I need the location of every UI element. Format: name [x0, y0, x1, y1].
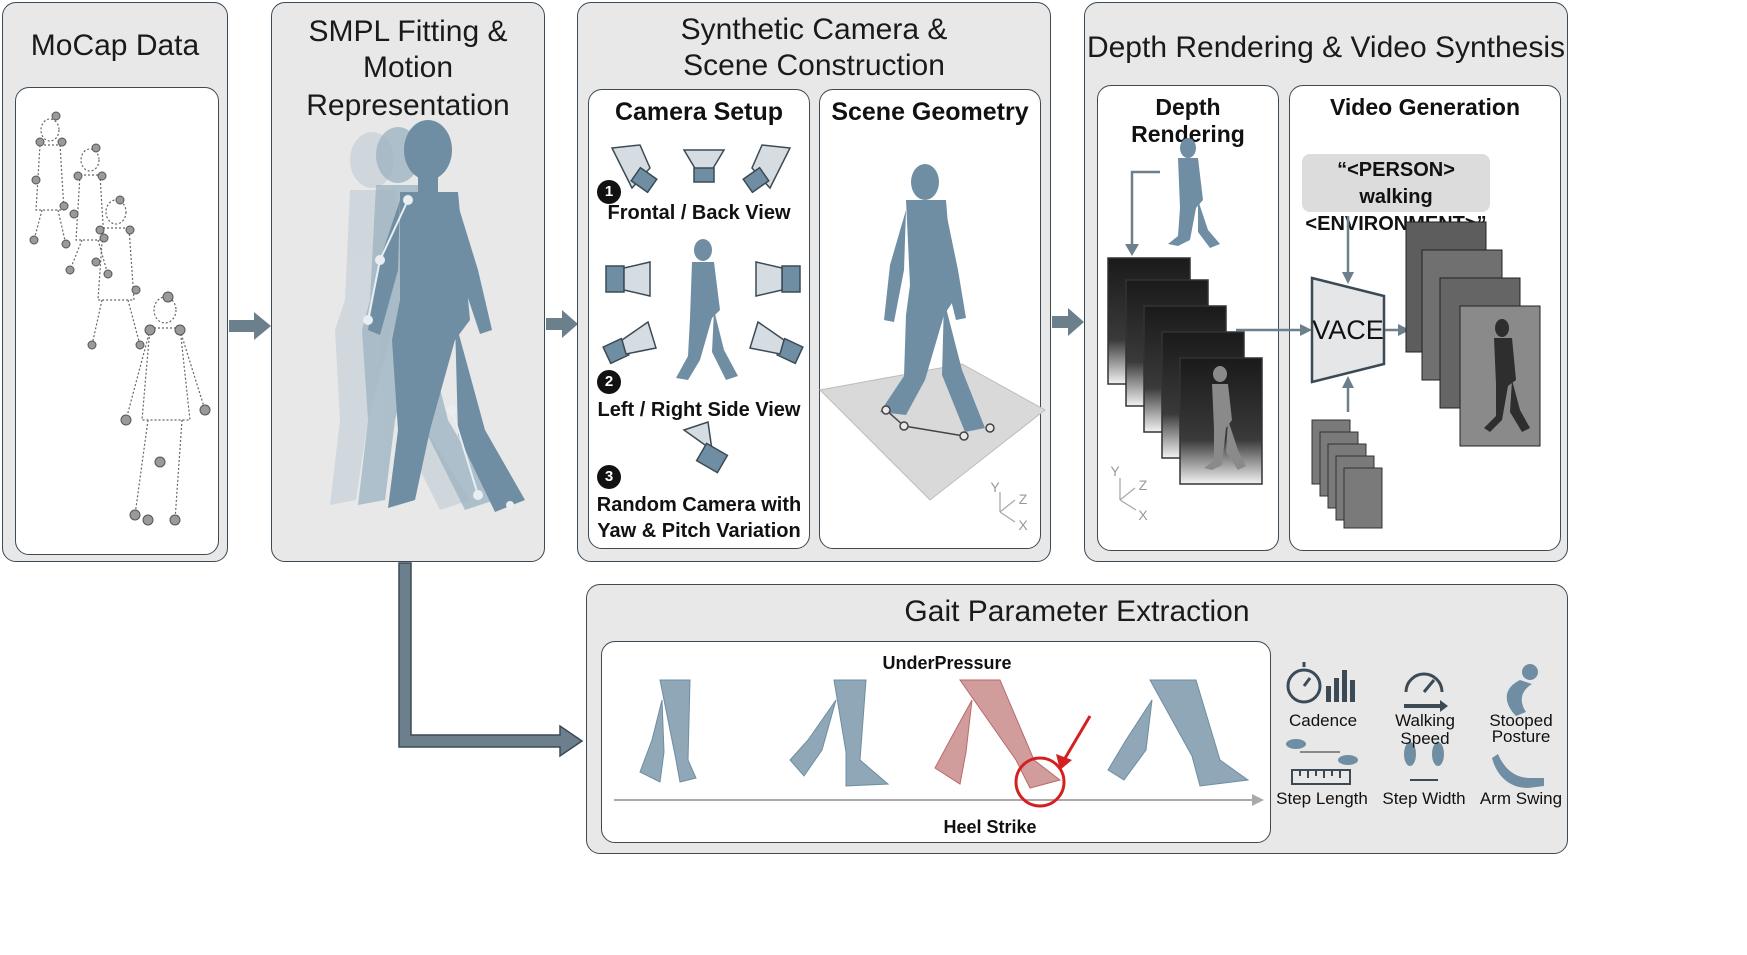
footprint-pair-icon: [1286, 739, 1358, 765]
noise-frames-stack: [1311, 419, 1383, 529]
leg-pair-3-highlighted: [934, 679, 1062, 789]
synthetic-title-line2: Scene Construction: [683, 49, 945, 82]
depth-axis-z: Z: [1138, 477, 1148, 493]
mocap-panel: MoCap Data: [2, 2, 228, 562]
view-number-1: 1: [597, 180, 621, 204]
depth-axes-icon: [1119, 478, 1137, 511]
depth-silhouette: [1204, 366, 1246, 470]
ruler-icon: [1291, 751, 1351, 785]
gait-title: Gait Parameter Extraction: [904, 595, 1250, 628]
camera-setup-figure: [676, 239, 738, 380]
stooped-posture-label-line1: Stooped: [1489, 711, 1553, 730]
depth-source-figure: [1168, 138, 1220, 248]
scene-axes-icon: [999, 492, 1016, 523]
random-camera-label-line2: Yaw & Pitch Variation: [597, 520, 801, 542]
scene-axis-x: X: [1018, 517, 1028, 533]
cadence-bars-icon: [1326, 670, 1355, 702]
stooped-figure-icon: [1506, 664, 1538, 716]
camera-icon-frontal-left: [610, 144, 658, 194]
smpl-title-line1: SMPL Fitting &: [308, 15, 508, 48]
camera-icon-frontal-right: [742, 144, 792, 194]
camera-icon-random: [682, 421, 729, 474]
random-camera-label-line1: Random Camera with: [596, 494, 802, 516]
heel-strike-label: Heel Strike: [943, 817, 1037, 837]
gait-panel: Gait Parameter Extraction UnderPressure …: [586, 584, 1568, 854]
mocap-title: MoCap Data: [30, 29, 200, 62]
generated-person: [1484, 319, 1530, 432]
vace-label: VACE: [1312, 315, 1384, 345]
heel-strike-circle: [1014, 756, 1066, 808]
depth-video-title: Depth Rendering & Video Synthesis: [1086, 31, 1566, 64]
camera-icon-diag-left: [602, 320, 657, 365]
frontal-back-view-label: Frontal / Back View: [607, 202, 791, 224]
generated-video-frames: [1405, 221, 1541, 447]
prompt-line1: “<PERSON> walking: [1337, 159, 1455, 208]
leg-pair-1: [639, 679, 697, 783]
scene-geometry-title: Scene Geometry: [831, 98, 1029, 126]
view-number-3: 3: [597, 465, 621, 489]
walking-speed-label: Walking Speed: [1395, 711, 1455, 748]
camera-setup-title: Camera Setup: [614, 98, 784, 126]
camera-icon-frontal-center: [682, 149, 726, 183]
view-number-2: 2: [597, 370, 621, 394]
scene-axis-y: Y: [990, 479, 1000, 495]
cadence-label: Cadence: [1288, 711, 1358, 730]
camera-icon-side-left: [605, 261, 651, 297]
camera-icon-side-right: [755, 261, 801, 297]
arm-swing-label: Arm Swing: [1479, 789, 1563, 808]
depth-axis-y: Y: [1110, 463, 1120, 479]
footprints-icon: [1404, 742, 1444, 781]
depth-axis-x: X: [1138, 507, 1148, 523]
speedometer-icon: [1404, 672, 1444, 693]
underpressure-box: UnderPressure Heel Strike: [601, 641, 1271, 843]
step-width-label: Step Width: [1382, 789, 1466, 808]
smpl-title-line2: Motion Representation: [306, 51, 510, 122]
heel-strike-arrow: [1062, 715, 1092, 761]
stooped-posture-label-line2: Posture: [1491, 727, 1551, 746]
pointcloud-figure-3: [91, 199, 141, 346]
arm-icon: [1492, 754, 1544, 788]
leg-pair-2: [789, 679, 890, 787]
mocap-point-cloud-frame: [15, 87, 219, 555]
camera-icon-diag-right: [749, 320, 804, 365]
side-view-label: Left / Right Side View: [597, 399, 801, 421]
underpressure-label: UnderPressure: [882, 653, 1012, 673]
video-generation-title: Video Generation: [1329, 94, 1520, 120]
main-smpl-figure: [368, 120, 525, 512]
synthetic-title-line1: Synthetic Camera &: [680, 13, 948, 46]
stopwatch-icon: [1286, 662, 1322, 704]
vace-block: [1310, 276, 1386, 384]
step-length-label: Step Length: [1276, 789, 1368, 808]
scene-walking-figure: [880, 164, 985, 432]
leg-pair-4: [1107, 679, 1250, 787]
scene-axis-z: Z: [1018, 491, 1028, 507]
